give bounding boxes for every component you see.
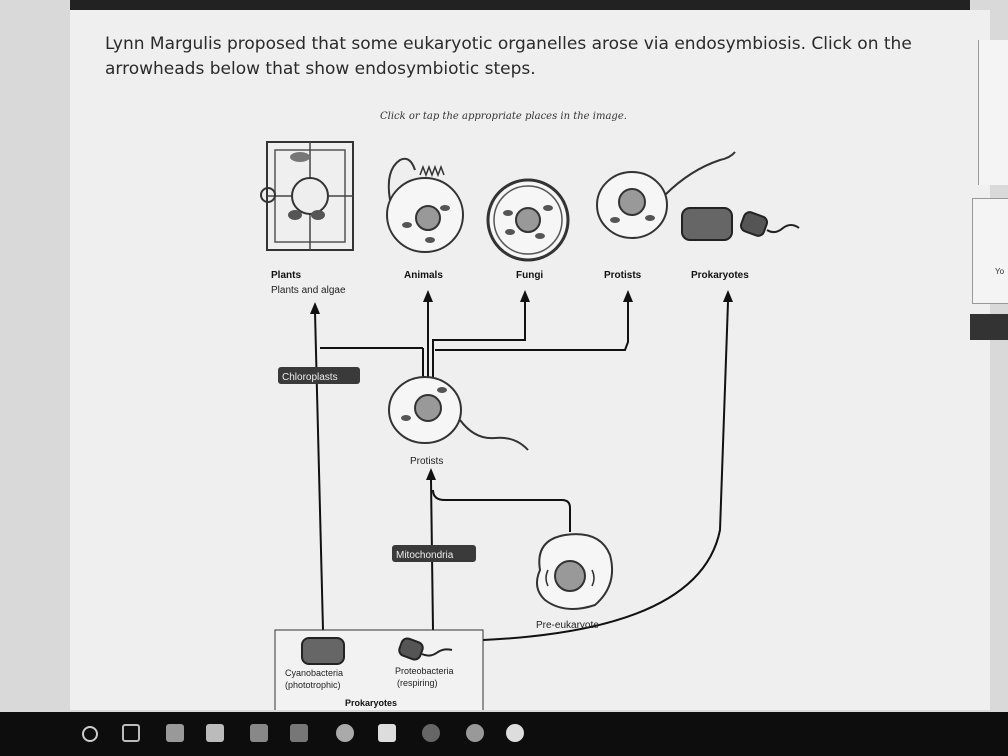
question-line-2: arrowheads below that show endosymbiotic… — [105, 59, 536, 79]
animal-cell-image — [386, 157, 464, 253]
settings-icon[interactable] — [422, 724, 440, 742]
label-chloroplasts: Chloroplasts — [282, 372, 338, 383]
label-plants-and-algae: Plants and algae — [271, 285, 346, 296]
tree-lines — [314, 301, 729, 641]
label-proteobacteria: Proteobacteria — [395, 666, 454, 676]
label-protists-middle: Protists — [410, 456, 443, 467]
label-protists: Protists — [604, 270, 642, 281]
browser-icon[interactable] — [506, 724, 524, 742]
instruction-text: Click or tap the appropriate places in t… — [380, 111, 627, 122]
edge-icon[interactable] — [290, 724, 308, 742]
label-prokaryotes-box: Prokaryotes — [345, 698, 397, 708]
side-dark-bar[interactable] — [970, 314, 1008, 340]
arrowhead-protists[interactable] — [623, 290, 633, 302]
label-cyanobacteria: Cyanobacteria — [285, 668, 343, 678]
endosymbiosis-diagram: Plants Plants and algae Animals Fungi Pr… — [260, 141, 800, 710]
mail-icon[interactable] — [166, 724, 184, 742]
task-view-icon[interactable] — [122, 724, 140, 742]
top-bar — [70, 0, 970, 10]
photos-icon[interactable] — [336, 724, 354, 742]
middle-protist-image — [388, 376, 529, 451]
search-icon[interactable] — [82, 726, 98, 742]
label-pre-eukaryote: Pre-eukaryote — [536, 620, 599, 631]
arrowhead-plants[interactable] — [310, 302, 320, 314]
chloroplasts-pill — [278, 367, 360, 384]
taskbar — [0, 712, 1008, 756]
calculator-icon[interactable] — [250, 724, 268, 742]
label-fungi: Fungi — [516, 270, 543, 281]
side-panel-middle[interactable]: Yo — [972, 198, 1008, 304]
arrowhead-prokaryotes[interactable] — [723, 290, 733, 302]
chrome-icon[interactable] — [378, 724, 396, 742]
label-animals: Animals — [404, 270, 443, 281]
question-text: Lynn Margulis proposed that some eukaryo… — [105, 32, 965, 82]
pre-eukaryote-image — [535, 533, 614, 610]
cyanobacteria-image — [301, 637, 345, 665]
fungi-cell-image — [486, 178, 570, 262]
protist-cell-image — [596, 151, 736, 239]
prokaryotes-image — [681, 207, 800, 241]
arrowhead-protists-middle[interactable] — [426, 468, 436, 480]
label-plants: Plants — [271, 270, 301, 281]
question-line-1: Lynn Margulis proposed that some eukaryo… — [105, 34, 912, 54]
question-page: Lynn Margulis proposed that some eukaryo… — [70, 10, 990, 710]
store-icon[interactable] — [206, 724, 224, 742]
side-panel-top[interactable] — [978, 40, 1008, 185]
label-phototrophic: (phototrophic) — [285, 680, 341, 690]
label-mitochondria: Mitochondria — [396, 550, 454, 561]
label-prokaryotes: Prokaryotes — [691, 270, 749, 281]
plant-cell-image — [260, 141, 354, 251]
app-icon[interactable] — [466, 724, 484, 742]
arrowhead-animals[interactable] — [423, 290, 433, 302]
side-panel-text: Yo — [995, 267, 1005, 276]
proteobacteria-image — [398, 637, 453, 661]
arrowhead-fungi[interactable] — [520, 290, 530, 302]
label-respiring: (respiring) — [397, 678, 438, 688]
mitochondria-pill — [392, 545, 476, 562]
